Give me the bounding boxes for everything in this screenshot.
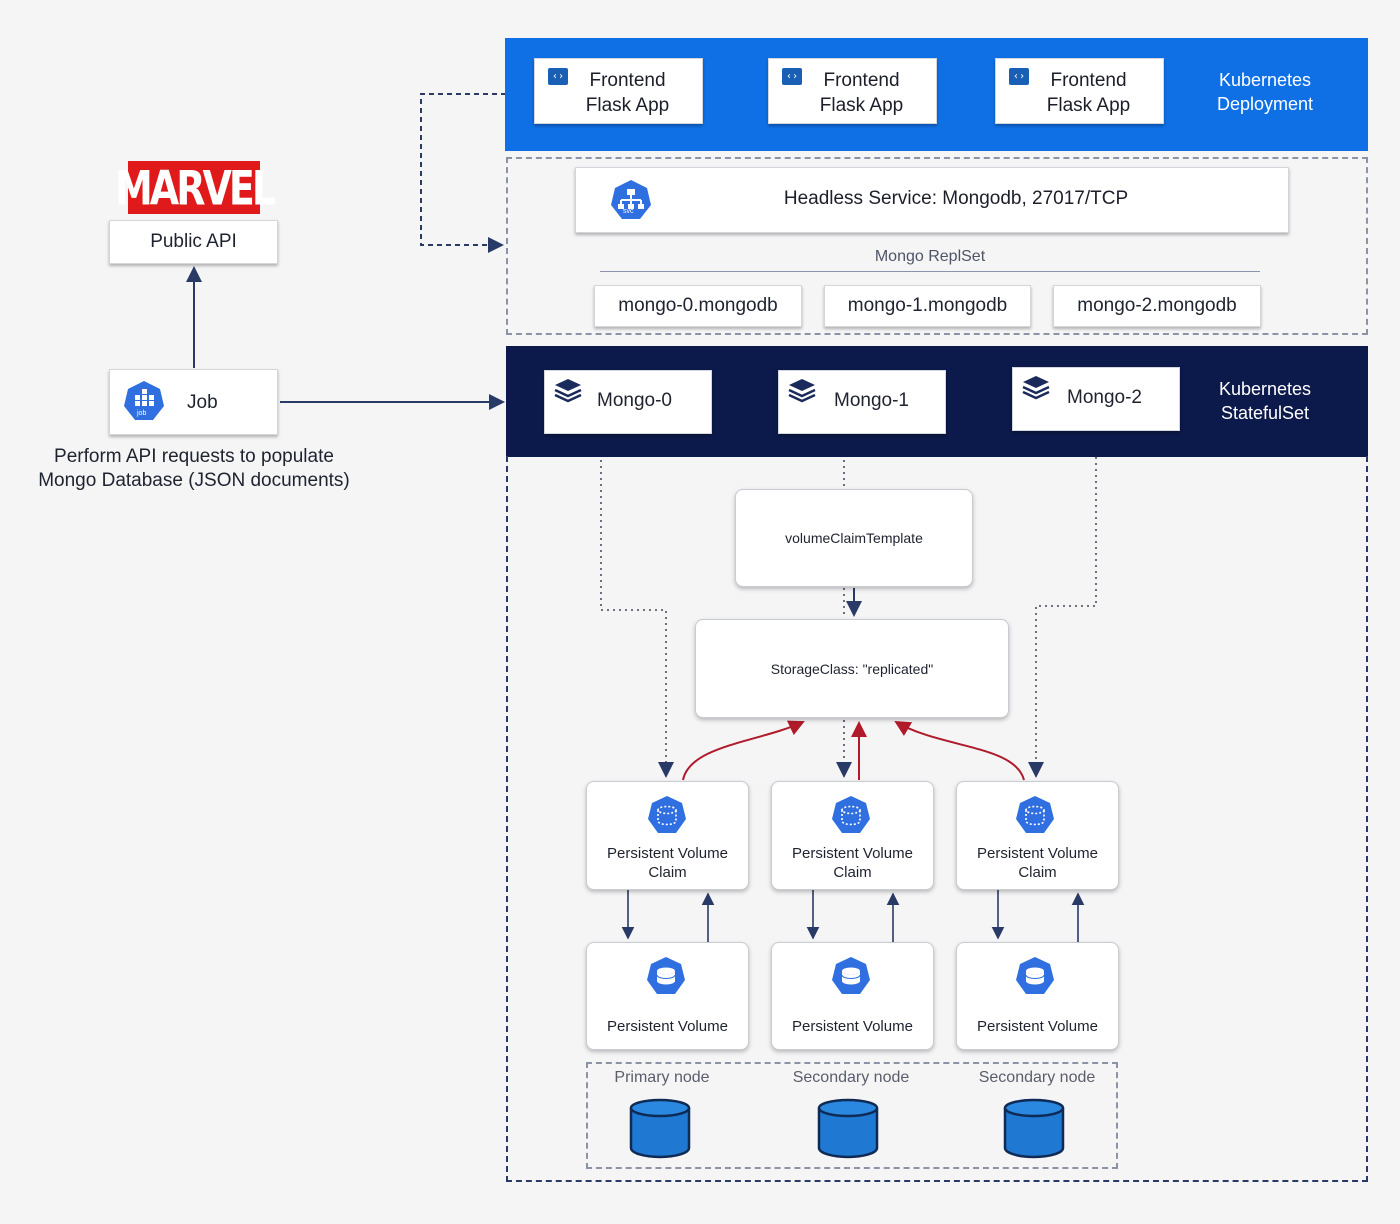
pv-label: Persistent Volume [792,1018,913,1035]
service-region [506,157,1368,335]
pvc0-to-storageclass-arrow [682,720,805,781]
pvc-icon [648,796,686,833]
pvc-label: Persistent Volume Claim [977,845,1098,881]
public-api-card[interactable]: Public API [109,220,278,264]
volume-claim-template-label: volumeClaimTemplate [785,530,923,546]
job-icon [124,381,164,420]
pv-label: Persistent Volume [977,1018,1098,1035]
mongo-pod-label: Mongo-2 [1067,387,1142,408]
job-icon-text: job [137,410,147,417]
replset-member-2[interactable]: mongo-2.mongodb [1053,285,1261,327]
frontend-app-card-2[interactable]: ‹› Frontend Flask App [768,58,937,124]
database-cylinder-icon [629,1098,691,1159]
code-window-icon: ‹› [1009,68,1029,85]
stack-layers-icon [554,379,582,403]
database-cylinder-icon [1003,1098,1065,1159]
nodes-region [586,1062,1118,1169]
mongo-pod-0[interactable]: Mongo-0 [544,370,712,434]
mongo-pod-2[interactable]: Mongo-2 [1012,367,1180,431]
pvc-icon [1016,796,1054,833]
stack-layers-icon [788,379,816,403]
storage-class-card[interactable]: StorageClass: "replicated" [695,619,1009,718]
frontend-app-card-1[interactable]: ‹› Frontend Flask App [534,58,703,124]
replset-member-0[interactable]: mongo-0.mongodb [594,285,802,327]
database-cylinder-icon [817,1098,879,1159]
pvc-card-0[interactable]: Persistent Volume Claim [586,781,749,890]
frontend-app-title: Frontend Flask App [1046,70,1131,116]
replset-member-label: mongo-2.mongodb [1077,295,1237,316]
pv-icon [832,957,870,994]
service-icon-text: svc [623,208,634,215]
node-label-1: Secondary node [792,1069,910,1086]
frontend-app-title: Frontend Flask App [585,70,670,116]
pvc-icon [832,796,870,833]
replset-member-label: mongo-0.mongodb [618,295,778,316]
stack-layers-icon [1022,376,1050,400]
pv-card-0[interactable]: Persistent Volume [586,942,749,1050]
code-window-icon: ‹› [548,68,568,85]
pv-card-1[interactable]: Persistent Volume [771,942,934,1050]
mongo2-to-pvc-link [1028,433,1097,778]
job-label: Job [187,392,218,413]
pvc2-to-storageclass-arrow [894,720,1025,781]
headless-service-label: Headless Service: Mongodb, 27017/TCP [783,188,1129,209]
mongo-pod-1[interactable]: Mongo-1 [778,370,946,434]
service-icon [611,180,651,219]
storage-class-label: StorageClass: "replicated" [770,660,934,677]
pv-icon [1016,957,1054,994]
volume-claim-template-card[interactable]: volumeClaimTemplate [735,489,973,587]
replset-label: Mongo ReplSet [874,248,986,265]
pvc-card-1[interactable]: Persistent Volume Claim [771,781,934,890]
frontend-app-card-3[interactable]: ‹› Frontend Flask App [995,58,1164,124]
public-api-label: Public API [150,231,237,252]
mongo-pod-label: Mongo-1 [834,390,909,411]
deployment-to-service-link [420,93,506,253]
statefulset-region [506,456,1368,1182]
marvel-logo: MARVEL [115,160,276,215]
marvel-logo-text: MARVEL [114,160,276,215]
replset-member-label: mongo-1.mongodb [847,295,1008,316]
node-label-2: Secondary node [978,1069,1096,1086]
replset-divider [600,271,1260,272]
statefulset-label: Kubernetes StatefulSet [1218,379,1312,423]
pvc-card-2[interactable]: Persistent Volume Claim [956,781,1119,890]
pv-icon [647,957,685,994]
deployment-label: Kubernetes Deployment [1216,70,1314,114]
code-window-icon: ‹› [782,68,802,85]
pv-card-2[interactable]: Persistent Volume [956,942,1119,1050]
frontend-app-title: Frontend Flask App [819,70,904,116]
pvc-label: Persistent Volume Claim [792,845,913,881]
pvc-label: Persistent Volume Claim [607,845,728,881]
node-label-0: Primary node [614,1069,710,1086]
job-card[interactable]: job Job [109,369,278,435]
headless-service-card[interactable]: svc Headless Service: Mongodb, 27017/TCP [575,167,1289,233]
replset-member-1[interactable]: mongo-1.mongodb [824,285,1031,327]
pv-label: Persistent Volume [607,1018,728,1035]
mongo-pod-label: Mongo-0 [597,390,672,411]
job-description: Perform API requests to populate Mongo D… [38,446,350,491]
